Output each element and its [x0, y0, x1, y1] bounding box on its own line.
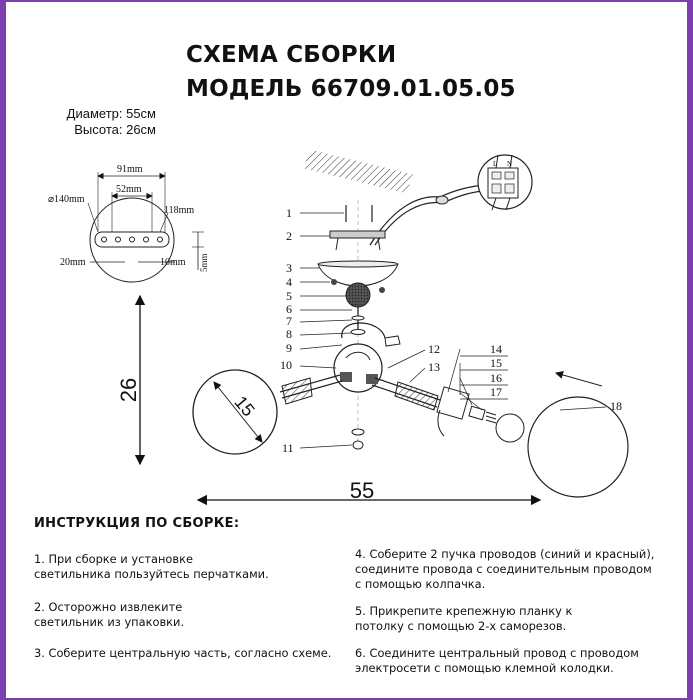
dim-10mm: 10mm: [160, 257, 186, 268]
part-num-16: 16: [490, 371, 502, 385]
width-dimension: 55: [196, 478, 542, 506]
mount-bar: [94, 231, 170, 248]
part-num-5: 5: [286, 289, 292, 303]
dimensions-block: Диаметр: 55см Высота: 26см: [46, 106, 156, 138]
dim-118mm: 118mm: [164, 205, 194, 216]
height-label: 26: [116, 378, 141, 402]
dim-140mm: ⌀140mm: [48, 194, 85, 205]
part-num-9: 9: [286, 341, 292, 355]
part-num-18: 18: [610, 399, 622, 413]
part-num-3: 3: [286, 261, 292, 275]
dim-5mm: 5mm: [199, 253, 209, 272]
page-title: СХЕМА СБОРКИ МОДЕЛЬ 66709.01.05.05: [186, 38, 516, 106]
instruction-step-6: 6. Соедините центральный провод с провод…: [355, 646, 639, 675]
instruction-step-3: 3. Соберите центральную часть, согласно …: [34, 646, 332, 660]
height-dimension: 26: [116, 294, 146, 466]
instruction-step-1: 1. При сборке и установке светильника по…: [34, 552, 269, 581]
ceiling: [302, 150, 415, 193]
title-line-1: СХЕМА СБОРКИ: [186, 42, 397, 68]
instructions-heading: ИНСТРУКЦИЯ ПО СБОРКЕ:: [34, 516, 240, 531]
canopy-circle: [89, 197, 175, 283]
width-label: 55: [350, 478, 374, 503]
part-num-2: 2: [286, 229, 292, 243]
center-sphere: [333, 343, 383, 393]
part-num-13: 13: [428, 360, 440, 374]
part-num-10: 10: [280, 358, 292, 372]
shade-size-inset: [192, 369, 278, 455]
left-arm: 15: [192, 369, 343, 455]
part-num-12: 12: [428, 342, 440, 356]
part-num-11: 11: [282, 441, 294, 455]
instruction-step-2: 2. Осторожно извлеките светильник из упа…: [34, 600, 185, 629]
dim-52mm: 52mm: [116, 184, 142, 195]
part-num-1: 1: [286, 206, 292, 220]
part-num-15: 15: [490, 356, 502, 370]
bulb: [495, 413, 525, 443]
dim-91mm: 91mm: [117, 164, 143, 175]
diameter-text: Диаметр: 55см: [66, 106, 156, 121]
mount-plate: [329, 230, 386, 239]
glass-globe: [527, 396, 629, 498]
terminal-n: N: [507, 160, 512, 168]
center-ball: [345, 282, 371, 308]
central-assembly: [317, 200, 401, 450]
part-num-6: 6: [286, 302, 292, 316]
part-num-17: 17: [490, 385, 502, 399]
assembly-diagram: 91mm 52mm ⌀140mm 118mm 20mm 10mm 5mm 26 …: [48, 150, 629, 506]
part-num-7: 7: [286, 314, 292, 328]
socket: [436, 386, 470, 420]
part-num-8: 8: [286, 327, 292, 341]
part-num-4: 4: [286, 275, 292, 289]
dim-20mm: 20mm: [60, 257, 86, 268]
right-arm: [371, 371, 629, 498]
instruction-step-4: 4. Соберите 2 пучка проводов (синий и кр…: [355, 547, 655, 591]
part-numbers: 1 2 3 4 5 6 7 8 9 10 11 12 13 14 15 16 1…: [280, 206, 622, 455]
part-num-underlines: [460, 355, 508, 400]
title-line-2: МОДЕЛЬ 66709.01.05.05: [186, 76, 516, 102]
leader-lines: [299, 212, 607, 449]
power-cable: L N: [369, 154, 533, 246]
height-text: Высота: 26см: [74, 122, 156, 137]
instruction-step-5: 5. Прикрепите крепежную планку к потолку…: [355, 604, 573, 633]
terminal-l: L: [493, 160, 497, 168]
part-num-14: 14: [490, 342, 502, 356]
mount-plate-detail: 91mm 52mm ⌀140mm 118mm 20mm 10mm 5mm: [48, 164, 209, 283]
